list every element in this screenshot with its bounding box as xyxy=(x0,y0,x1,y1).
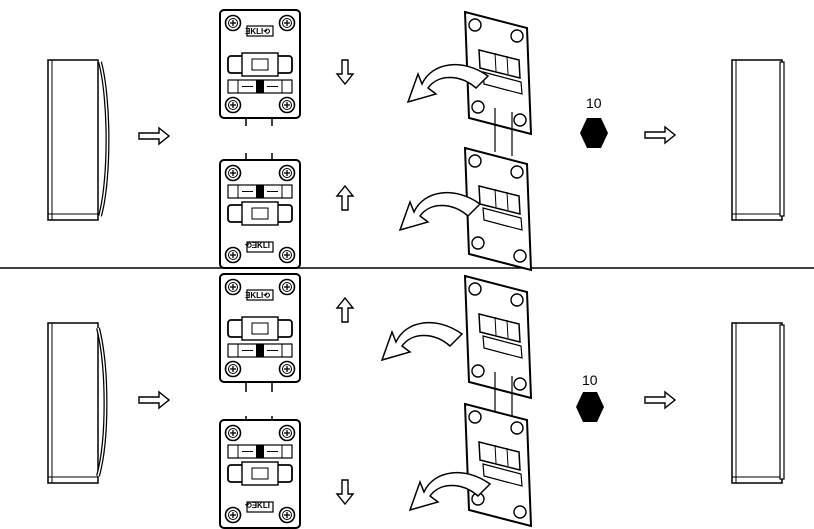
door-panel-start xyxy=(47,322,108,484)
hex-key-icon xyxy=(576,392,604,422)
hinge-plate-lower xyxy=(220,420,300,528)
plate-brand-text: ƎKLI⟲ xyxy=(245,291,270,300)
tool-label: 10 xyxy=(586,95,602,111)
section-bottom: ƎKLI⟲ ⟲ƎKLI 10 xyxy=(47,274,785,528)
door-panel-result xyxy=(731,322,785,484)
door-panel-start xyxy=(47,59,110,221)
hinge-perspective-upper xyxy=(464,275,532,399)
move-down-arrow xyxy=(336,479,354,505)
hex-key-icon xyxy=(580,118,608,148)
flow-arrow xyxy=(138,127,170,145)
plate-brand-text: ƎKLI⟲ xyxy=(245,27,270,36)
door-panel-result xyxy=(731,59,785,221)
rotate-arrow xyxy=(381,321,463,361)
plate-brand-text: ⟲ƎKLI xyxy=(245,501,270,510)
hinge-plate-lower xyxy=(220,160,300,268)
hinge-perspective-lower xyxy=(464,403,532,527)
flow-arrow xyxy=(644,126,676,144)
section-top: ƎKLI⟲ ⟲ƎKLI 10 xyxy=(47,10,785,271)
move-up-arrow xyxy=(336,297,354,323)
flow-arrow xyxy=(138,391,170,409)
plate-brand-text: ⟲ƎKLI xyxy=(245,241,270,250)
tool-label: 10 xyxy=(582,372,598,388)
flow-arrow xyxy=(644,391,676,409)
move-down-arrow xyxy=(336,59,354,85)
move-up-arrow xyxy=(336,185,354,211)
